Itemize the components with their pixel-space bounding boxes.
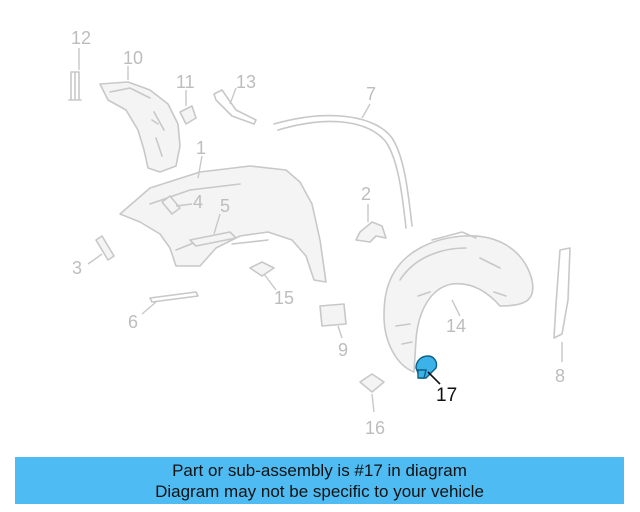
- callout-5: 5: [220, 196, 230, 216]
- part-4-insulator: [161, 195, 193, 215]
- part-5-emblem: [189, 213, 237, 247]
- part-2-bracket: [355, 204, 387, 243]
- callout-12: 12: [71, 28, 91, 48]
- callout-10: 10: [123, 48, 143, 68]
- callout-13: 13: [236, 72, 256, 92]
- part-12-rivet: [68, 48, 82, 101]
- callout-9: 9: [338, 340, 348, 360]
- callout-3: 3: [72, 258, 82, 278]
- part-6-strip: [141, 291, 199, 315]
- callout-16: 16: [365, 418, 385, 438]
- part-11-clip: [179, 90, 197, 125]
- part-9-pad: [319, 303, 347, 339]
- part-14-wheelhouse-liner: [383, 231, 534, 373]
- callout-14: 14: [446, 316, 466, 336]
- callout-7: 7: [366, 84, 376, 104]
- banner-line-2: Diagram may not be specific to your vehi…: [155, 482, 484, 501]
- part-3-bracket: [87, 235, 115, 265]
- part-13-bracket: [213, 87, 257, 125]
- part-10-splash-shield: [99, 66, 181, 173]
- part-7-molding: [273, 103, 413, 229]
- callout-11: 11: [176, 72, 195, 92]
- part-1-fender: [119, 155, 327, 283]
- info-banner: Part or sub-assembly is #17 in diagram D…: [15, 457, 624, 504]
- callout-2: 2: [361, 184, 371, 204]
- callout-6: 6: [128, 312, 138, 332]
- banner-line-1: Part or sub-assembly is #17 in diagram: [172, 461, 467, 480]
- callout-17: 17: [436, 385, 457, 406]
- callout-4: 4: [193, 192, 203, 212]
- callout-1: 1: [196, 138, 206, 158]
- callout-8: 8: [555, 366, 565, 386]
- parts-diagram: 12 10 11 13 7 1 4 5: [68, 28, 571, 438]
- callout-15: 15: [274, 288, 294, 308]
- part-15-clip: [249, 261, 277, 291]
- part-8-molding: [553, 247, 571, 362]
- part-17-fastener-highlighted[interactable]: [415, 355, 441, 385]
- part-16-retainer: [359, 373, 385, 413]
